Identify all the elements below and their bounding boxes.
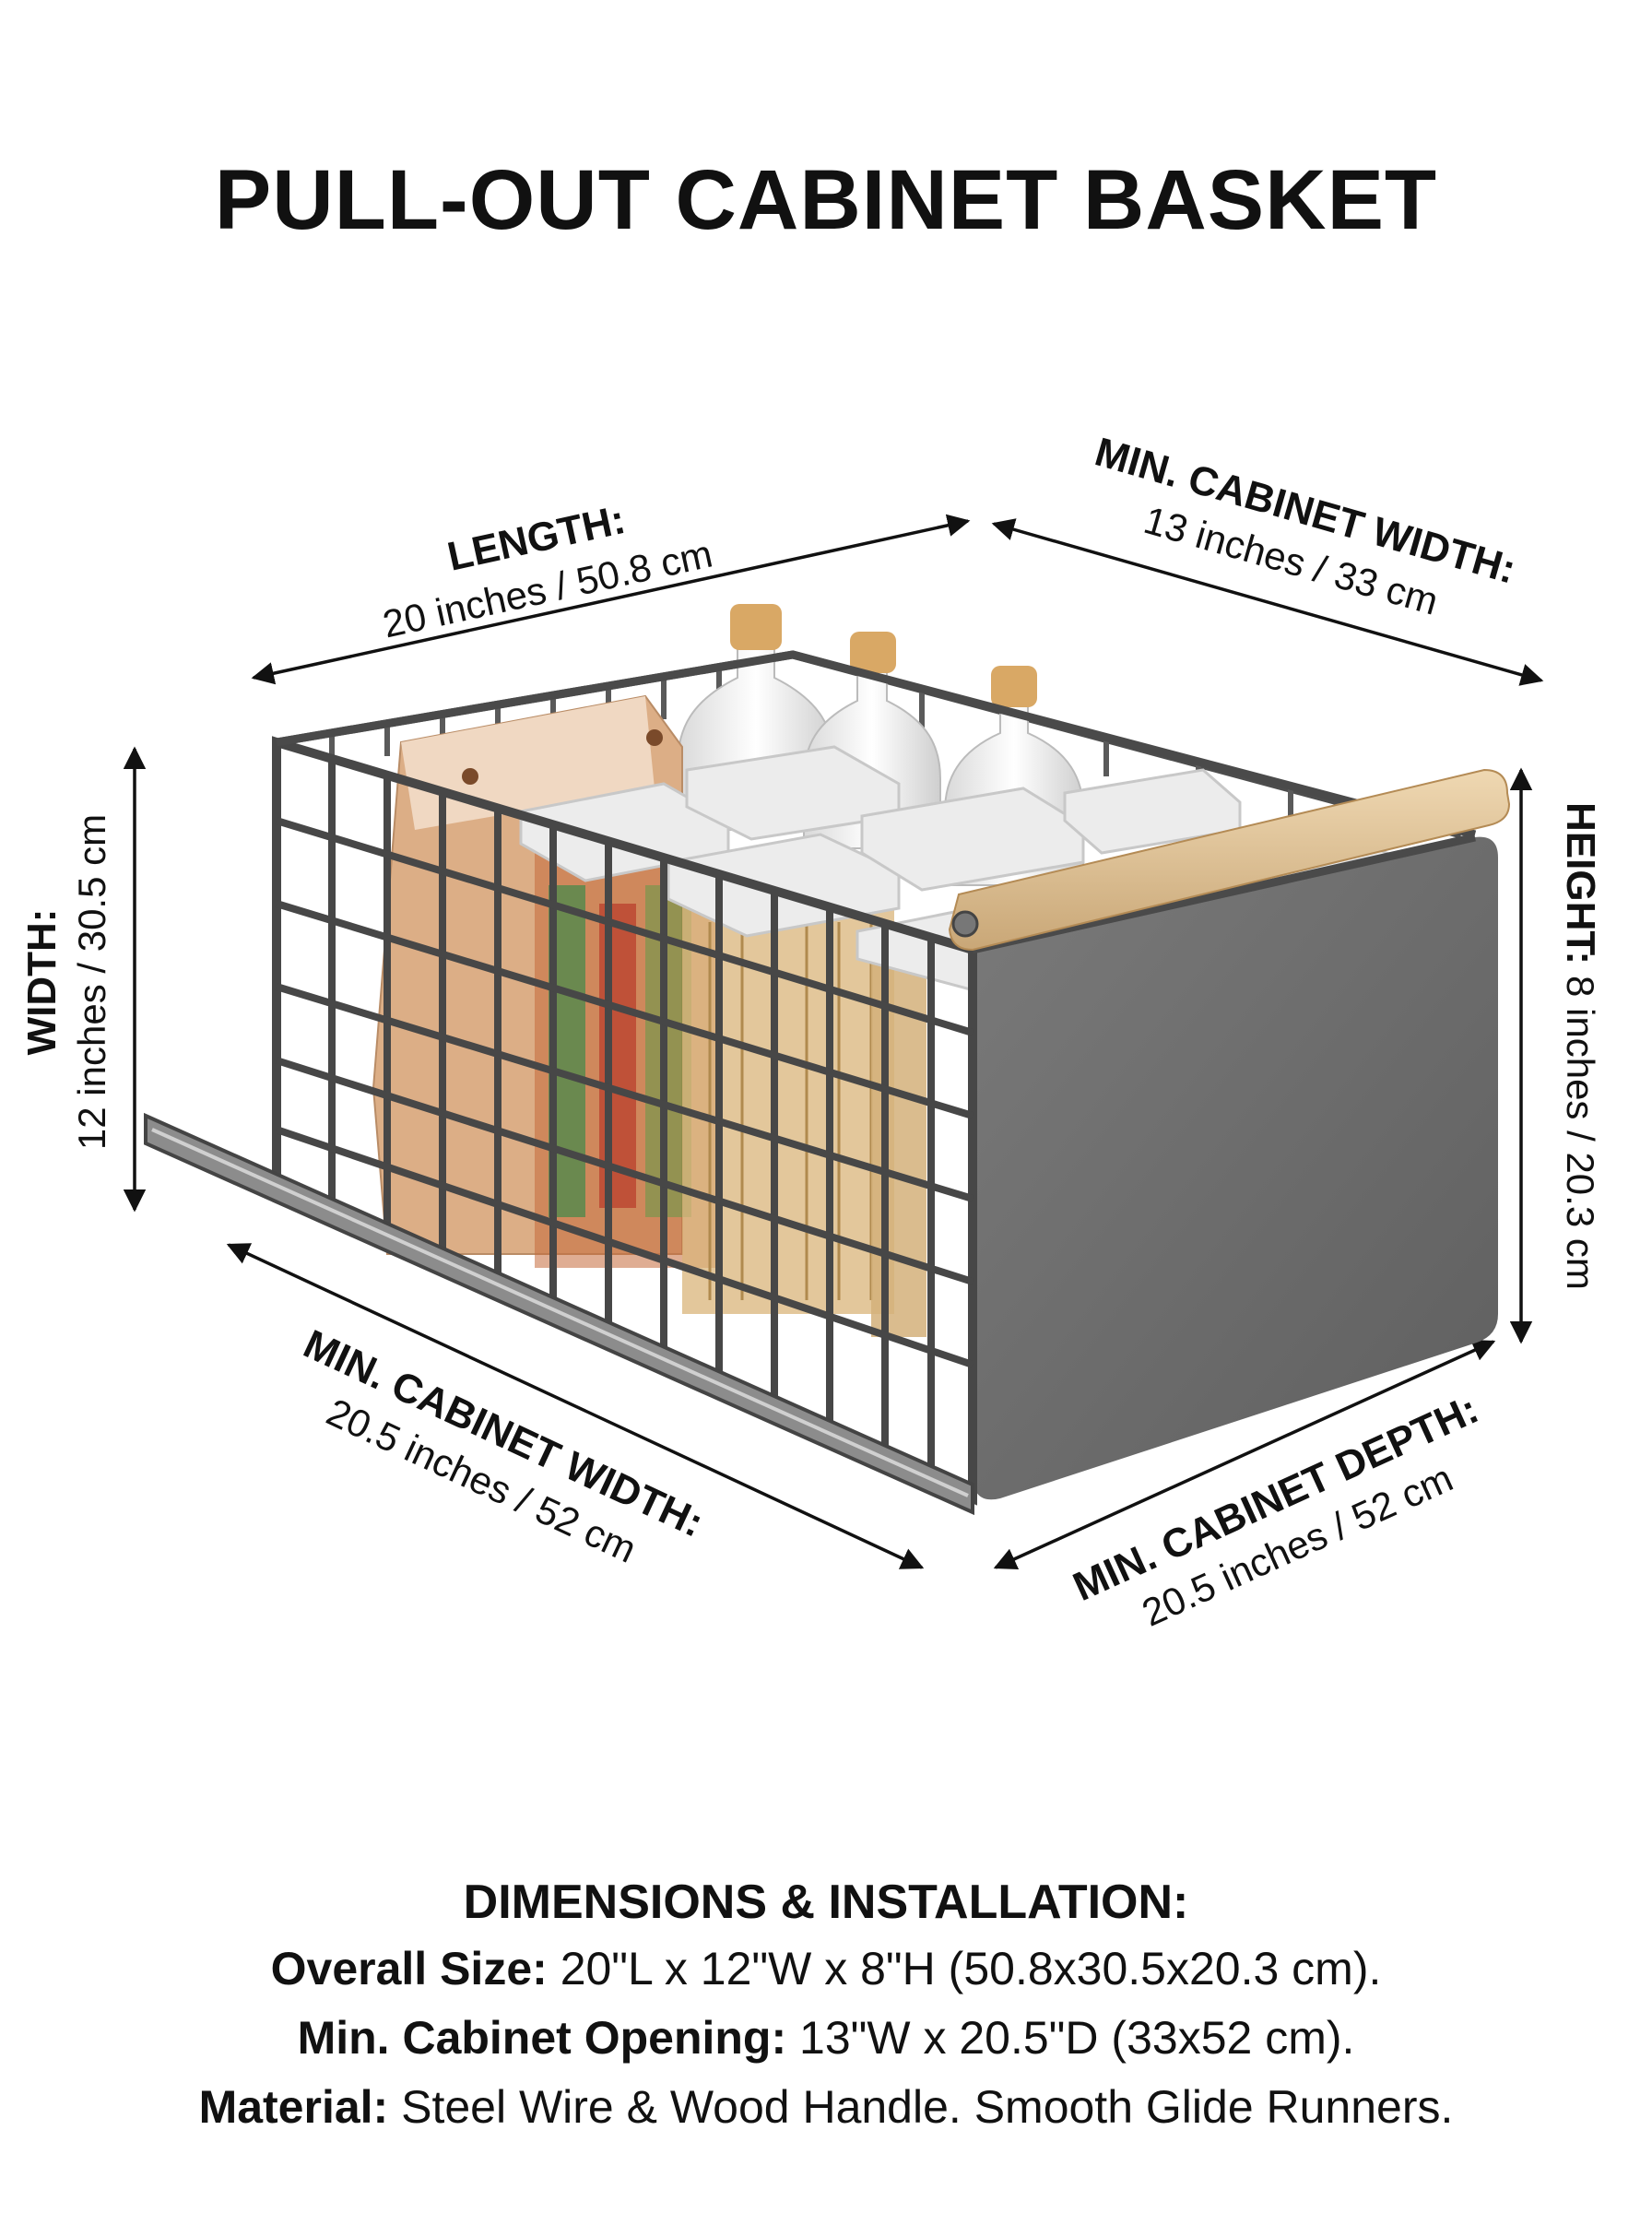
spec-opening-value: 13"W x 20.5"D (33x52 cm). (799, 2012, 1355, 2064)
spec-material-label: Material: (198, 2081, 389, 2133)
svg-text:HEIGHT:: HEIGHT: (1558, 802, 1603, 964)
specs-block: DIMENSIONS & INSTALLATION: Overall Size:… (0, 1870, 1652, 2142)
slide-runner (144, 1112, 974, 1516)
svg-text:12 inches / 30.5 cm: 12 inches / 30.5 cm (70, 814, 113, 1150)
specs-heading: DIMENSIONS & INSTALLATION: (463, 1876, 1189, 1929)
min-width-bottom-arrow (226, 1243, 925, 1569)
spec-overall-size: Overall Size: 20"L x 12"W x 8"H (50.8x30… (0, 1935, 1652, 2004)
min-depth-arrow (993, 1339, 1496, 1570)
spec-min-opening: Min. Cabinet Opening: 13"W x 20.5"D (33x… (0, 2004, 1652, 2073)
spec-overall-label: Overall Size: (270, 1943, 548, 1994)
label-height: HEIGHT: 8 inches / 20.3 cm (1558, 802, 1603, 1290)
spec-opening-label: Min. Cabinet Opening: (297, 2012, 787, 2064)
side-panel (973, 836, 1498, 1500)
dimension-arrows (123, 514, 1544, 1570)
height-value: 8 inches / 20.3 cm (1559, 976, 1602, 1290)
wood-handle (948, 768, 1511, 952)
min-width-top-arrow (991, 518, 1544, 686)
label-length: LENGTH: 20 inches / 50.8 cm (379, 497, 716, 646)
length-arrow (251, 514, 971, 685)
svg-text:WIDTH:: WIDTH: (19, 909, 65, 1056)
basket-illustration: LENGTH: 20 inches / 50.8 cm MIN. CABINET… (19, 429, 1603, 1634)
spec-material: Material: Steel Wire & Wood Handle. Smoo… (0, 2073, 1652, 2142)
page-title: PULL-OUT CABINET BASKET (214, 153, 1438, 247)
spec-overall-value: 20"L x 12"W x 8"H (50.8x30.5x20.3 cm). (560, 1943, 1382, 1994)
label-width: WIDTH: 12 inches / 30.5 cm (19, 814, 113, 1150)
spec-material-value: Steel Wire & Wood Handle. Smooth Glide R… (401, 2081, 1454, 2133)
basket (144, 604, 1511, 1516)
